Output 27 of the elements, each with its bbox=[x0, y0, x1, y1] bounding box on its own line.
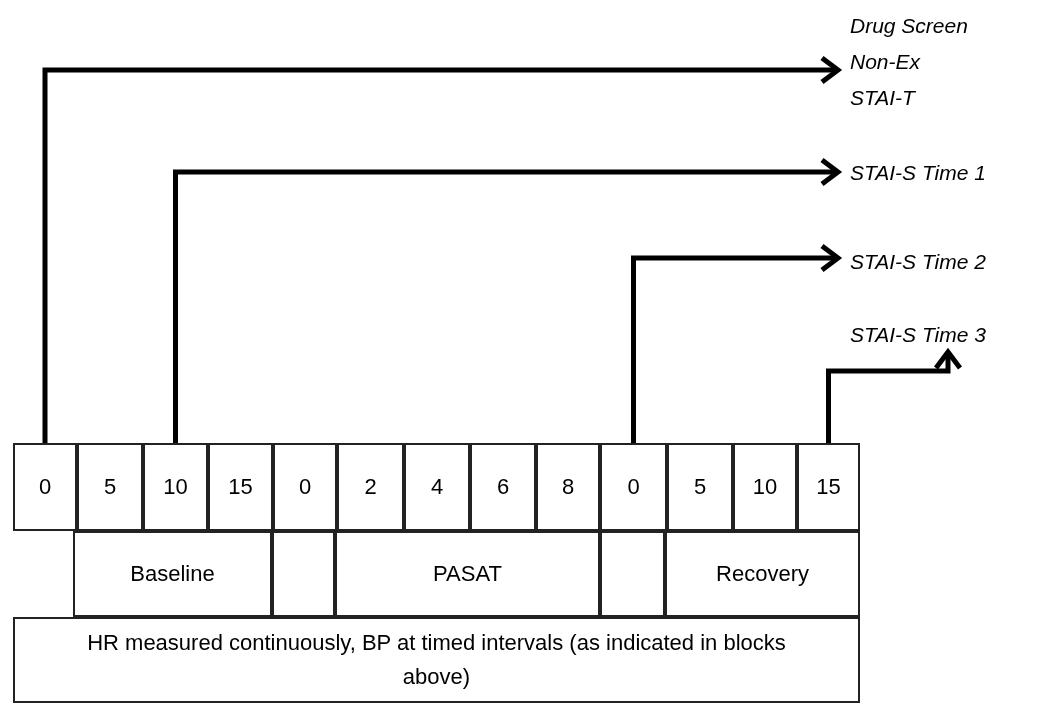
time-cell: 0 bbox=[273, 443, 337, 531]
time-cell: 6 bbox=[470, 443, 536, 531]
outcome-label: Non-Ex bbox=[850, 49, 921, 75]
arrow bbox=[826, 349, 963, 443]
time-cell: 4 bbox=[404, 443, 470, 531]
outcome-label: STAI-S Time 2 bbox=[838, 244, 1058, 280]
time-cell: 2 bbox=[337, 443, 404, 531]
note-cell: HR measured continuously, BP at timed intervals (as indicated in blocks above) bbox=[13, 617, 860, 703]
time-cell: 10 bbox=[733, 443, 797, 531]
arrow bbox=[42, 55, 841, 443]
time-cell: 5 bbox=[77, 443, 143, 531]
outcome-label: STAI-T bbox=[850, 85, 915, 111]
phase-cell: Recovery bbox=[665, 531, 860, 617]
outcome-label: STAI-S Time 1 bbox=[838, 155, 1058, 191]
time-cell: 0 bbox=[600, 443, 667, 531]
time-cell: 15 bbox=[797, 443, 860, 531]
phase-cell: Baseline bbox=[73, 531, 272, 617]
time-cell: 15 bbox=[208, 443, 273, 531]
time-cell: 8 bbox=[536, 443, 600, 531]
time-cell: 5 bbox=[667, 443, 733, 531]
time-cell: 0 bbox=[13, 443, 77, 531]
arrow bbox=[631, 243, 841, 443]
time-cell: 10 bbox=[143, 443, 208, 531]
arrow bbox=[173, 157, 841, 443]
outcome-label: STAI-S Time 3 bbox=[838, 318, 1058, 352]
outcome-label: Drug Screen bbox=[850, 13, 968, 39]
phase-cell: PASAT bbox=[335, 531, 600, 617]
